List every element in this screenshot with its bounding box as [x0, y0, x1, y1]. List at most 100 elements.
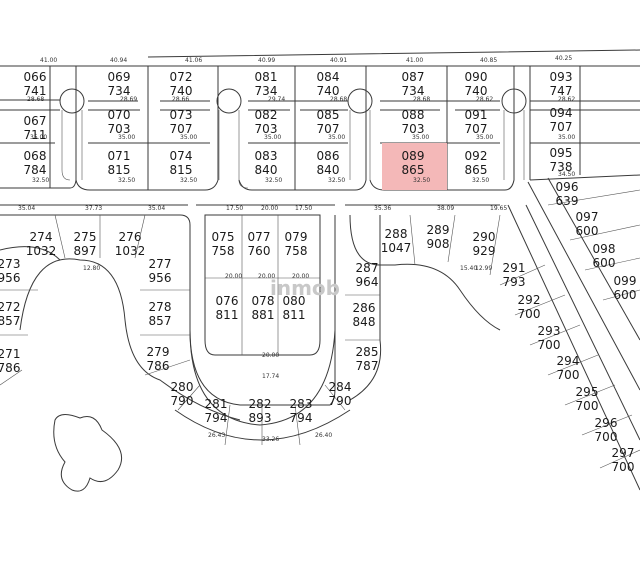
dimension-label: 34.50	[558, 171, 575, 178]
lot-area: 786	[147, 359, 170, 373]
lot-area: 738	[550, 160, 573, 174]
lot-area: 794	[290, 411, 313, 425]
lot-number: 080	[283, 294, 306, 308]
lot-area: 707	[465, 122, 488, 136]
dimension-label: 41.00	[406, 57, 423, 64]
lot-area: 700	[557, 368, 580, 382]
dimension-label: 35.00	[412, 134, 429, 141]
lot-area: 740	[170, 84, 193, 98]
dimension-label: 17.74	[262, 373, 279, 380]
dimension-label: 20.00	[292, 273, 309, 280]
lot-number: 288	[385, 227, 408, 241]
dimension-label: 41.00	[40, 57, 57, 64]
lot-area: 600	[614, 288, 637, 302]
lot-number: 285	[356, 345, 379, 359]
lot-number: 088	[402, 108, 425, 122]
lot-number: 087	[402, 70, 425, 84]
lot-number: 097	[576, 210, 599, 224]
lot-area: 1032	[115, 244, 146, 258]
lot-number: 074	[170, 149, 193, 163]
lot-number: 283	[290, 397, 313, 411]
lot-area: 865	[465, 163, 488, 177]
lot-area: 600	[593, 256, 616, 270]
lot-number: 084	[317, 70, 340, 84]
lot-number: 095	[550, 146, 573, 160]
dimension-label: 40.94	[110, 57, 127, 64]
dimension-label: 32.50	[118, 177, 135, 184]
lot-number: 099	[614, 274, 637, 288]
lot-area: 793	[503, 275, 526, 289]
dimension-label: 35.04	[18, 205, 35, 212]
dimension-label: 35.00	[558, 134, 575, 141]
lot-area: 734	[255, 84, 278, 98]
lot-area: 707	[550, 120, 573, 134]
lot-number: 075	[212, 230, 235, 244]
dimension-label: 28.66	[172, 96, 189, 103]
lot-area: 815	[170, 163, 193, 177]
lot-number: 287	[356, 261, 379, 275]
lot-number: 290	[473, 230, 496, 244]
dimension-label: 28.68	[330, 96, 347, 103]
lot-area: 700	[576, 399, 599, 413]
dimension-label: 15.40	[460, 265, 477, 272]
lot-number: 083	[255, 149, 278, 163]
lot-area: 747	[550, 84, 573, 98]
dimension-label: 35.36	[374, 205, 391, 212]
dimension-label: 28.68	[413, 96, 430, 103]
dimension-label: 20.00	[262, 352, 279, 359]
lot-number: 293	[538, 324, 561, 338]
lot-area: 758	[285, 244, 308, 258]
dimension-label: 40.85	[480, 57, 497, 64]
lot-area: 784	[24, 163, 47, 177]
lot-number: 275	[74, 230, 97, 244]
dimension-label: 32.50	[32, 177, 49, 184]
lot-area: 700	[612, 460, 635, 474]
dimension-label: 32.50	[328, 177, 345, 184]
lot-number: 079	[285, 230, 308, 244]
dimension-label: 20.00	[261, 205, 278, 212]
dimension-label: 20.00	[258, 273, 275, 280]
lot-area: 881	[252, 308, 275, 322]
lot-area: 703	[108, 122, 131, 136]
lot-area: 707	[170, 122, 193, 136]
dimension-label: 35.00	[30, 134, 47, 141]
dimension-label: 40.91	[330, 57, 347, 64]
lot-number: 278	[149, 300, 172, 314]
lot-area: 794	[205, 411, 228, 425]
lot-area: 734	[108, 84, 131, 98]
